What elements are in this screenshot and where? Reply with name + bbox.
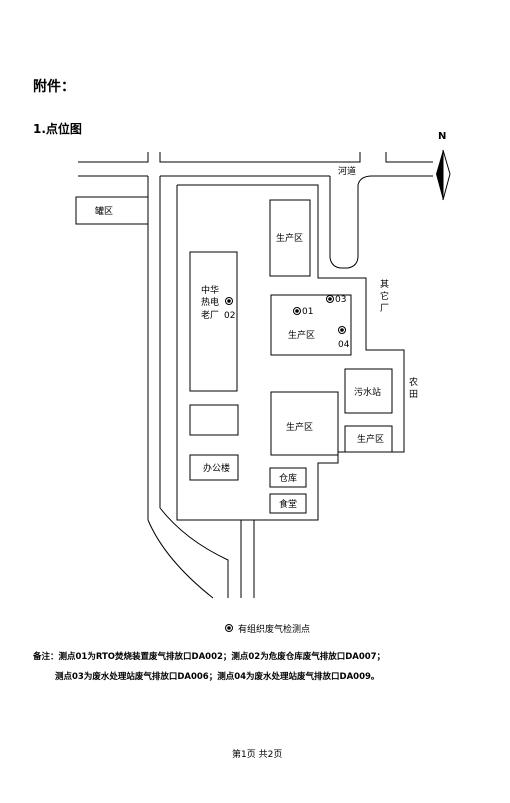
office-label: 办公楼 <box>203 462 230 474</box>
river-bend <box>329 175 433 269</box>
office-box <box>189 454 239 481</box>
monitor-point-marker-02 <box>225 297 233 305</box>
old-plant-label-2: 热电 <box>201 296 219 308</box>
neighbor-factory-label-1: 其 <box>380 279 389 290</box>
sewage-station-box <box>344 368 393 414</box>
warehouse-label: 仓库 <box>279 472 297 484</box>
road-curve-1 <box>147 519 214 599</box>
monitor-point-marker-03 <box>326 295 334 303</box>
production-area-3-label: 生产区 <box>286 421 313 433</box>
river-upper-line-2 <box>159 152 361 163</box>
river-upper-line <box>78 152 149 163</box>
production-area-1-box <box>269 199 311 277</box>
sewage-station-label: 污水站 <box>354 386 381 398</box>
point-label-01: 01 <box>302 307 313 317</box>
monitor-point-marker-04 <box>338 326 346 334</box>
old-plant-label-1: 中华 <box>201 284 219 296</box>
page-footer: 第1页 共2页 <box>232 750 283 760</box>
note-line-1: 备注：测点01为RTO焚烧装置废气排放口DA002；测点02为危废仓库废气排放口… <box>33 652 386 662</box>
legend-marker-icon <box>225 624 233 632</box>
production-area-4-label: 生产区 <box>357 433 384 445</box>
neighbor-factory-label-3: 厂 <box>380 303 389 314</box>
river-upper-line-3 <box>385 152 433 163</box>
warehouse-box <box>269 467 307 488</box>
canteen-box <box>269 493 307 514</box>
monitor-point-marker-01 <box>293 307 301 315</box>
section-title: 1.点位图 <box>33 122 82 136</box>
production-area-1-label: 生产区 <box>276 232 303 244</box>
note-line-2: 测点03为废水处理站废气排放口DA006；测点04为废水处理站废气排放口DA00… <box>55 672 380 682</box>
river-label: 河道 <box>338 165 356 177</box>
farmland-label-2: 田 <box>409 389 418 400</box>
site-boundary <box>176 184 405 521</box>
old-plant-label-3: 老厂 <box>201 309 219 321</box>
tank-area-label: 罐区 <box>95 205 113 217</box>
road-curve-2 <box>159 507 229 598</box>
old-plant-box <box>189 251 238 392</box>
blank-box <box>189 404 239 436</box>
legend-label: 有组织废气检测点 <box>238 625 311 635</box>
farmland-label-1: 农 <box>409 376 418 388</box>
north-arrow-icon <box>436 149 451 201</box>
north-label: N <box>438 131 447 142</box>
point-label-02: 02 <box>224 311 235 321</box>
neighbor-factory-label-2: 它 <box>380 290 389 302</box>
production-area-4-box <box>344 425 393 453</box>
production-area-3-box <box>270 391 339 456</box>
canteen-label: 食堂 <box>279 498 297 510</box>
production-area-2-box <box>270 294 352 356</box>
page-title: 附件： <box>33 79 75 95</box>
point-label-03: 03 <box>335 295 346 305</box>
production-area-2-label: 生产区 <box>288 329 315 341</box>
point-label-04: 04 <box>338 340 350 350</box>
tank-area-box <box>75 196 149 225</box>
